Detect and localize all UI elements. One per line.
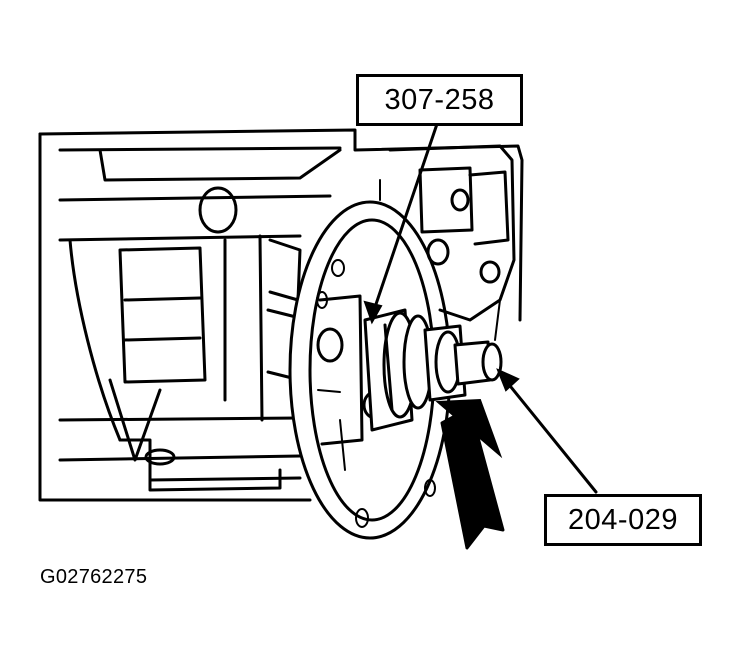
callout-204-029: 204-029: [544, 494, 702, 546]
transmission-case: [38, 128, 524, 502]
leader-307-258: [363, 122, 439, 325]
callout-204-029-label: 204-029: [568, 503, 678, 536]
pump-housing: [379, 144, 516, 341]
tool-307-258: [363, 308, 434, 432]
callout-307-258-label: 307-258: [384, 83, 495, 116]
tool-204-029: [423, 324, 503, 402]
figure-id: G02762275: [40, 566, 148, 588]
bold-arrow-icon: [435, 398, 505, 550]
callout-307-258: 307-258: [356, 74, 523, 126]
leader-204-029: [496, 368, 598, 494]
